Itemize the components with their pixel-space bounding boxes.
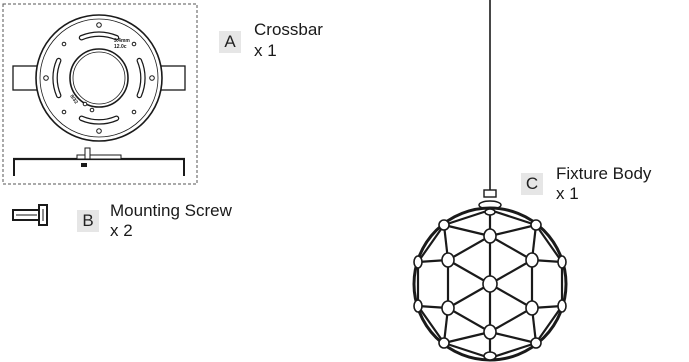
fixture-body-illustration [412,0,568,362]
part-b-letter-badge: B [77,210,99,232]
crossbar-marking-mid: 12.0c [114,44,127,50]
part-c-quantity: x 1 [556,184,579,203]
mounting-screw-illustration [12,204,48,226]
part-b-quantity: x 2 [110,221,133,240]
part-a-letter-badge: A [219,31,241,53]
part-c-letter-badge: C [521,173,543,195]
crossbar-marking-top: 3.4mm [114,38,130,44]
part-c-name: Fixture Body [556,164,652,183]
crossbar-marking-side: 8/32 [68,94,79,106]
part-b-name: Mounting Screw [110,201,232,220]
crossbar-illustration: 3.4mm 12.0c 8/32 [2,3,198,185]
part-a-quantity: x 1 [254,41,277,60]
part-a-name: Crossbar [254,20,323,39]
